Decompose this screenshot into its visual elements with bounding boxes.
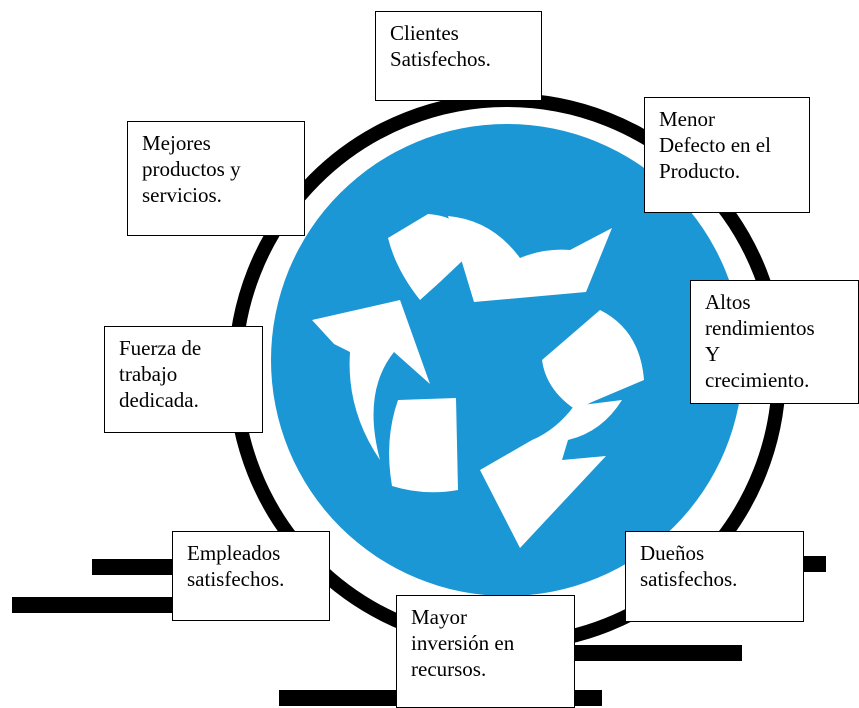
- node-text-line: Fuerza de: [119, 336, 202, 360]
- node-text-line: Clientes: [390, 21, 459, 45]
- blue-circle: [271, 124, 743, 596]
- node-text-line: Defecto en el: [659, 133, 771, 157]
- bar-left-upper: [92, 559, 174, 575]
- node-text-line: Empleados: [187, 541, 281, 565]
- node-text-line: servicios.: [142, 183, 222, 207]
- node-menor-defecto: Menor Defecto en el Producto.: [644, 97, 810, 213]
- bar-bottom-left: [279, 690, 397, 706]
- node-text-line: rendimientos: [705, 316, 815, 340]
- bar-bottom-right: [575, 690, 602, 706]
- bar-right-upper: [803, 556, 826, 572]
- node-text-line: satisfechos.: [187, 567, 285, 591]
- node-text-line: Producto.: [659, 159, 741, 183]
- node-empleados-satisfechos: Empleados satisfechos.: [172, 531, 330, 621]
- recycle-icon: [312, 214, 644, 548]
- node-clientes-satisfechos: Clientes Satisfechos.: [375, 11, 542, 101]
- node-text-line: Satisfechos.: [390, 47, 491, 71]
- node-altos-rendimientos: Altos rendimientos Y crecimiento.: [690, 280, 859, 404]
- recycle-arrow-right: [480, 310, 644, 548]
- node-text-line: trabajo: [119, 362, 178, 386]
- bar-right-lower: [575, 645, 742, 661]
- node-text-line: Dueños: [640, 541, 705, 565]
- node-duenos-satisfechos: Dueños satisfechos.: [625, 531, 804, 622]
- node-text-line: dedicada.: [119, 388, 199, 412]
- node-text-line: satisfechos.: [640, 567, 738, 591]
- node-text-line: Menor: [659, 107, 715, 131]
- recycle-arrow-left: [312, 300, 458, 493]
- node-text-line: productos y: [142, 157, 241, 181]
- bar-left-lower: [12, 597, 174, 613]
- node-text-line: Mejores: [142, 131, 211, 155]
- node-text-line: inversión en: [411, 631, 515, 655]
- node-fuerza-trabajo: Fuerza de trabajo dedicada.: [104, 326, 263, 433]
- node-mayor-inversion: Mayor inversión en recursos.: [396, 595, 575, 708]
- node-mejores-productos: Mejores productos y servicios.: [127, 121, 305, 236]
- recycle-arrow-top: [388, 214, 612, 302]
- node-text-line: Y: [705, 342, 721, 366]
- node-text-line: recursos.: [411, 657, 487, 681]
- node-text-line: crecimiento.: [705, 368, 810, 392]
- node-text-line: Mayor: [411, 605, 467, 629]
- node-text-line: Altos: [705, 290, 751, 314]
